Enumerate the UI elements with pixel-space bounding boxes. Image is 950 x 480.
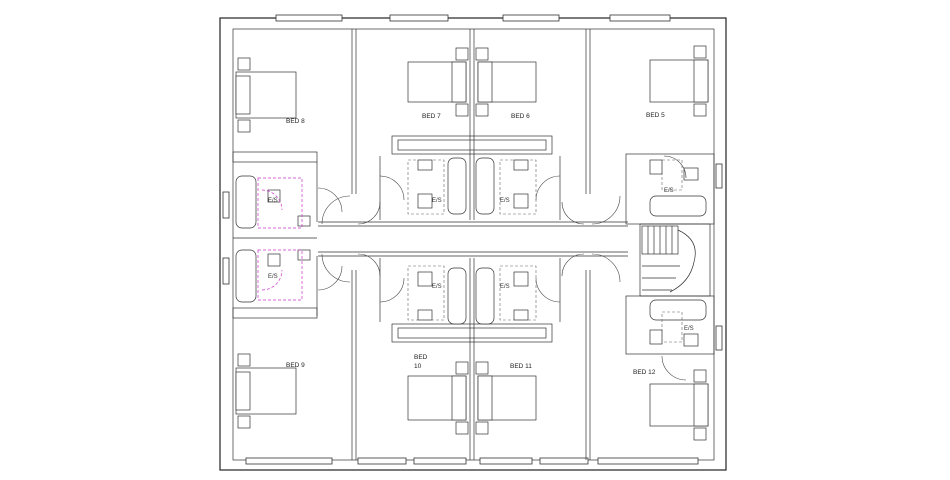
label-ensuite-7: E/S xyxy=(664,188,674,194)
label-ensuite-5: E/S xyxy=(432,284,442,290)
label-bed-5: BED 5 xyxy=(646,112,665,119)
side-windows xyxy=(222,163,723,351)
label-bed-12: BED 12 xyxy=(633,369,656,376)
bottom-windows xyxy=(245,457,699,465)
bed-furniture xyxy=(235,45,709,441)
label-bed-11: BED 11 xyxy=(510,363,532,370)
label-bed-7: BED 7 xyxy=(422,113,441,120)
label-ensuite-4: E/S xyxy=(500,198,510,204)
label-ensuite-6: E/S xyxy=(500,284,510,290)
partitions xyxy=(232,29,715,460)
label-ensuite-1: E/S xyxy=(268,198,278,204)
dashed-lines xyxy=(257,159,683,343)
door-swings xyxy=(317,155,687,381)
label-bed-10-line1: BED xyxy=(414,354,428,361)
label-ensuite-3: E/S xyxy=(432,198,442,204)
outer-wall xyxy=(219,17,727,471)
label-bed-10-line2: 10 xyxy=(414,363,422,370)
label-bed-6: BED 6 xyxy=(511,113,530,120)
inner-outer-wall xyxy=(232,28,715,461)
label-ensuite-8: E/S xyxy=(684,326,694,332)
bathroom-fixtures xyxy=(235,157,707,347)
top-windows xyxy=(275,14,671,22)
staircase xyxy=(641,225,696,293)
label-bed-9: BED 9 xyxy=(286,362,305,369)
label-ensuite-2: E/S xyxy=(268,274,278,280)
label-bed-8: BED 8 xyxy=(286,118,305,125)
